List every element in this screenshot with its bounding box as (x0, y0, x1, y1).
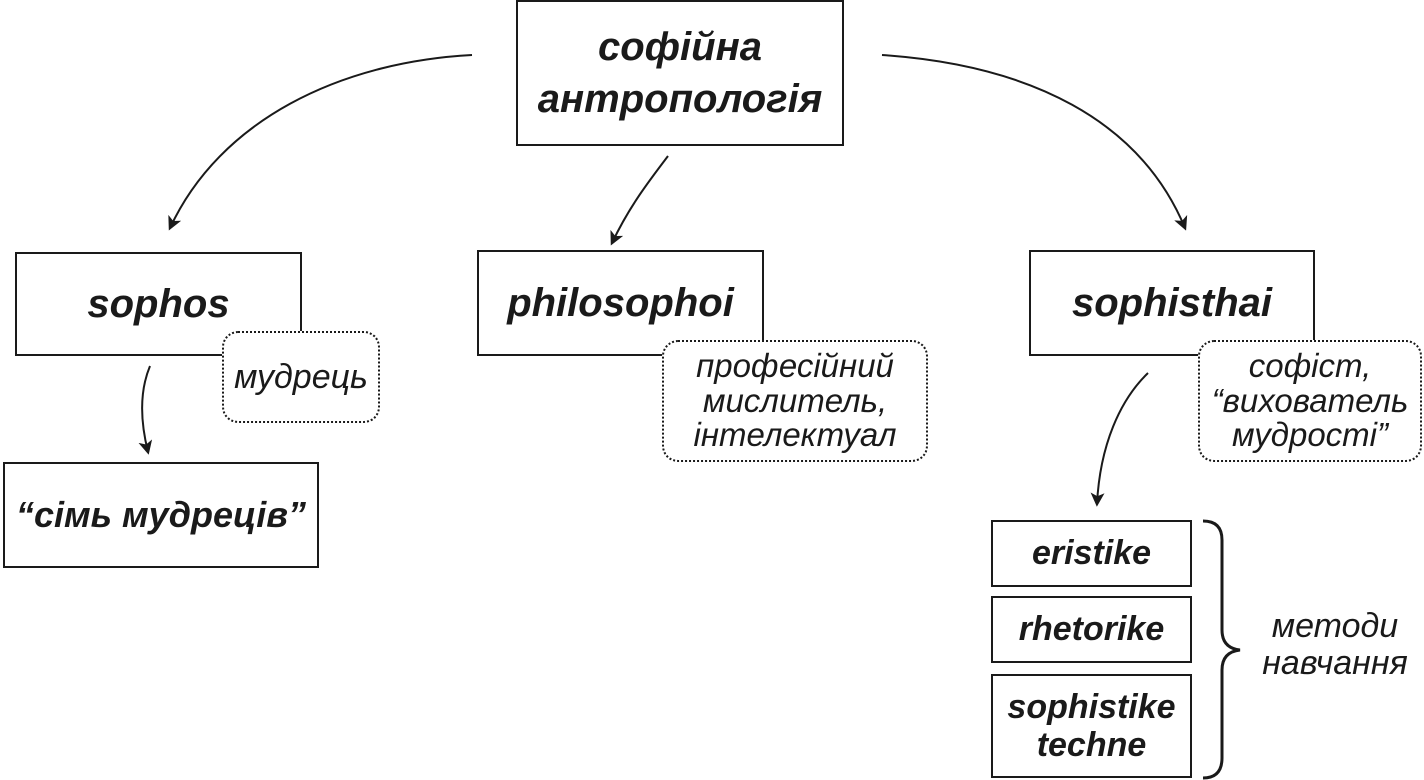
arrow-root-to-sophos (168, 54, 473, 231)
philosophoi-node: philosophoi (477, 250, 764, 356)
sophisthai-note: софіст, “вихователь мудрості” (1198, 340, 1422, 462)
arrow-sophos-to-seven-sages (138, 365, 153, 455)
methods-brace (1202, 519, 1241, 780)
sophisthai-node: sophisthai (1029, 250, 1315, 356)
sophos-note: мудрець (222, 331, 380, 423)
methods-label: методи навчання (1262, 607, 1408, 683)
philosophoi-note: професійний мислитель, інтелектуал (662, 340, 928, 462)
method-sophistike-techne: sophistike techne (991, 674, 1192, 778)
arrow-sophisthai-to-methods (1090, 372, 1149, 507)
arrow-root-to-philosophoi (610, 155, 669, 246)
method-eristike: eristike (991, 520, 1192, 587)
method-rhetorike: rhetorike (991, 596, 1192, 663)
root-node: софійна антропологія (516, 0, 844, 146)
seven-sages-node: “сімь мудреців” (3, 462, 319, 568)
arrow-root-to-sophisthai (881, 54, 1188, 231)
